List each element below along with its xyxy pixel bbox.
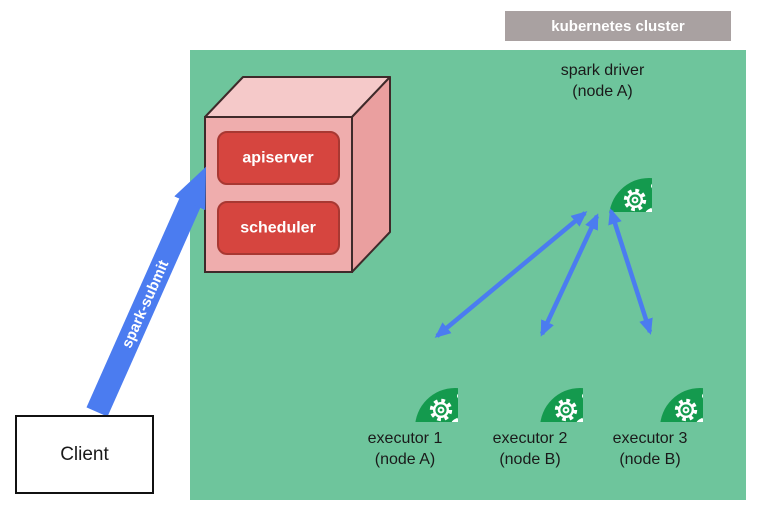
spark-pod-icon [415,383,458,423]
executor-2-label: executor 2 (node B) [460,428,600,470]
cluster-tag: kubernetes cluster [505,11,731,41]
control-plane-cube: apiserver scheduler [204,76,391,273]
spark-driver-label: spark driver (node A) [530,60,675,102]
spark-driver-node: (node A) [572,83,633,100]
executor-3-pod-icon [603,322,703,422]
executor-2-pod-icon [483,322,583,422]
client-label: Client [60,443,109,465]
executor-2-node: (node B) [499,451,561,468]
spark-pod-icon [660,383,703,423]
executor-1-name: executor 1 [367,430,443,447]
spark-driver-pod-icon [552,112,652,212]
spark-pod-icon [540,383,583,423]
scheduler-box [217,201,340,255]
executor-1-pod-icon [358,322,458,422]
spark-submit-arrow [86,166,206,417]
executor-1-label: executor 1 (node A) [335,428,475,470]
spark-driver-name: spark driver [560,62,645,79]
executor-2-name: executor 2 [492,430,568,447]
executor-3-label: executor 3 (node B) [580,428,720,470]
apiserver-label: apiserver [242,150,313,167]
apiserver-box [217,131,340,185]
executor-3-name: executor 3 [612,430,688,447]
client-box: Client [15,415,154,494]
spark-submit-label: spark-submit [119,258,173,351]
executor-3-node: (node B) [619,451,681,468]
executor-1-node: (node A) [374,451,436,468]
cluster-tag-label: kubernetes cluster [551,17,685,35]
spark-pod-icon [609,173,652,213]
scheduler-label: scheduler [240,220,316,237]
